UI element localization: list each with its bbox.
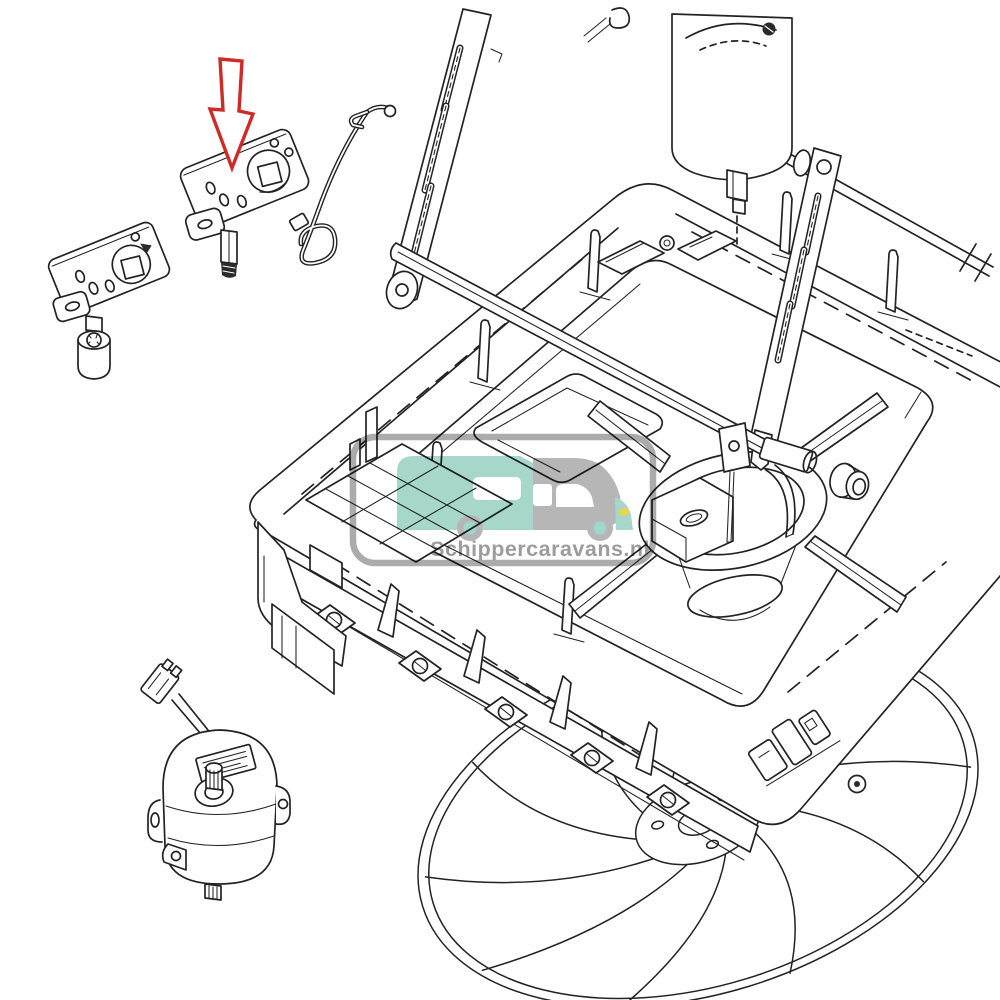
lid-lift-motor [671,13,793,247]
top-edge-clip [583,7,631,43]
corner-skirt [257,521,347,695]
watermark-frame [349,433,657,567]
lid-support-wire-clip [288,104,397,266]
rail-fins [377,583,658,776]
van-front-hub [593,521,607,535]
watermark-text: Schippercaravans.nl [430,537,650,561]
arrow-shape [207,57,256,173]
van-door-window [533,484,552,506]
latch-hinge-block [47,221,171,380]
lift-arm-left [385,8,503,310]
van-rear-hub [463,521,477,535]
pivot-bushing [829,462,870,501]
gearmotor-connector [140,658,183,705]
van-windshield [556,484,594,507]
fan-shroud [568,392,907,621]
top-fittings [597,230,737,275]
pointer-arrow [207,57,256,173]
lift-crossbar [389,242,818,543]
spacer-bushing [77,330,111,380]
van-headlight [619,507,629,517]
shroud-interior [651,464,796,563]
hinge-bracket-cluster [747,709,841,787]
latch-hinge-block-indicated [179,128,310,278]
watermark-van [397,456,633,541]
fan-gearmotor [140,658,291,901]
van-rear-body [397,456,533,530]
watermark: Schippercaravans.nl [349,433,657,567]
van-side-window [473,477,521,500]
